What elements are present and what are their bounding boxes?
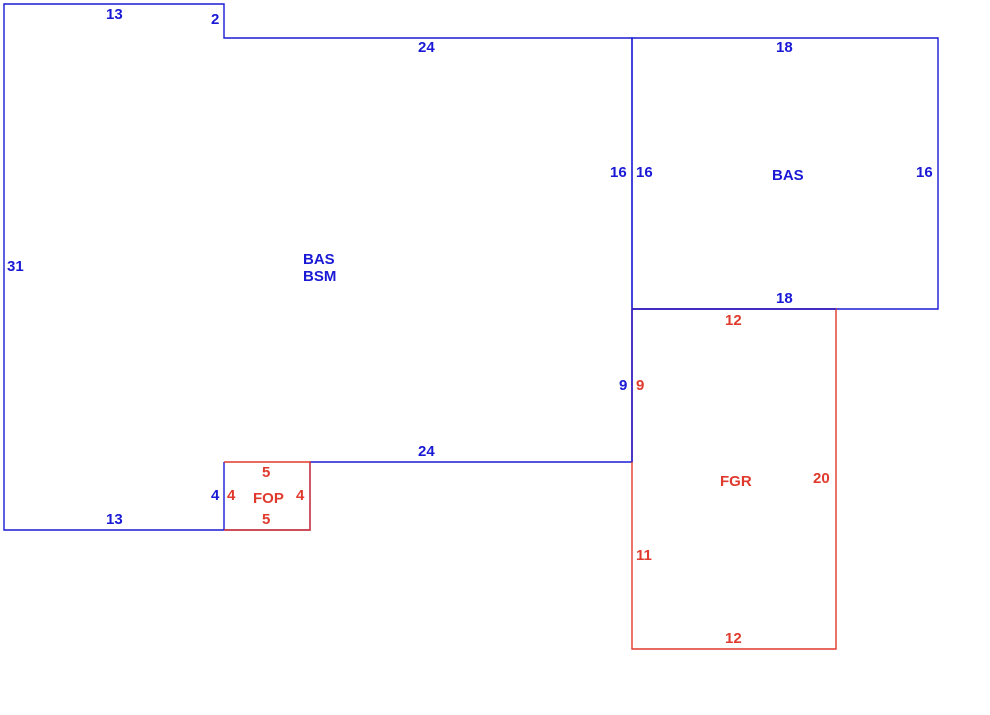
dim-addition-bottom: 18: [776, 290, 793, 307]
dim-garage-left-lower: 11: [636, 547, 652, 564]
porch-area-code: FOP: [253, 490, 284, 507]
dim-main-porch-side: 4: [211, 487, 220, 504]
dim-main-right-upper: 16: [610, 164, 627, 181]
porch-area-outline: [224, 461, 311, 531]
dim-garage-bottom: 12: [725, 630, 742, 647]
dim-addition-right: 16: [916, 164, 933, 181]
main-area-code-1: BAS: [303, 251, 335, 268]
dim-porch-left: 4: [227, 487, 236, 504]
dim-main-notch: 2: [211, 11, 219, 28]
dim-main-top-right: 24: [418, 39, 435, 56]
dim-main-bottom-left: 13: [106, 511, 123, 528]
dim-main-top-left: 13: [106, 6, 123, 23]
dim-addition-top: 18: [776, 39, 793, 56]
dim-porch-bottom: 5: [262, 511, 270, 528]
addition-area-outline: [631, 37, 939, 310]
dim-addition-left: 16: [636, 164, 653, 181]
dim-garage-top: 12: [725, 312, 742, 329]
dim-porch-top: 5: [262, 464, 270, 481]
dim-garage-right: 20: [813, 470, 830, 487]
garage-area-code: FGR: [720, 473, 752, 490]
dim-main-right-lower: 9: [619, 377, 627, 394]
dim-main-left: 31: [7, 258, 24, 275]
dim-porch-right: 4: [296, 487, 305, 504]
addition-area-code: BAS: [772, 167, 804, 184]
main-area-code-2: BSM: [303, 268, 336, 285]
dim-main-bottom-right: 24: [418, 443, 435, 460]
dim-garage-left-upper: 9: [636, 377, 644, 394]
